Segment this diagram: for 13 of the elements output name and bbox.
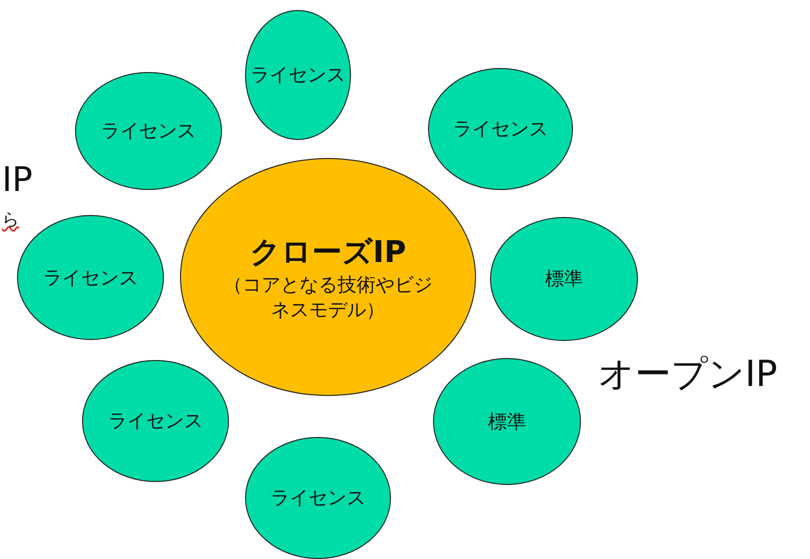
circle-label: ライセンス bbox=[43, 266, 138, 290]
circle-label: ライセンス bbox=[453, 117, 548, 142]
text-label: ら bbox=[2, 209, 19, 231]
circle-label: ライセンス bbox=[108, 409, 203, 434]
circle-label: ライセンス bbox=[270, 486, 366, 511]
text-label: IP bbox=[2, 160, 33, 200]
circle-description: （コアとなる技術やビジネスモデル） bbox=[222, 272, 434, 322]
circle-label: ライセンス bbox=[250, 63, 346, 88]
circle-title: クローズIP bbox=[250, 234, 406, 272]
circle-label: 標準 bbox=[545, 267, 583, 292]
section-label: オープンIP bbox=[598, 353, 778, 397]
circle-label: 標準 bbox=[488, 410, 526, 434]
circle-label: ライセンス bbox=[101, 119, 196, 144]
